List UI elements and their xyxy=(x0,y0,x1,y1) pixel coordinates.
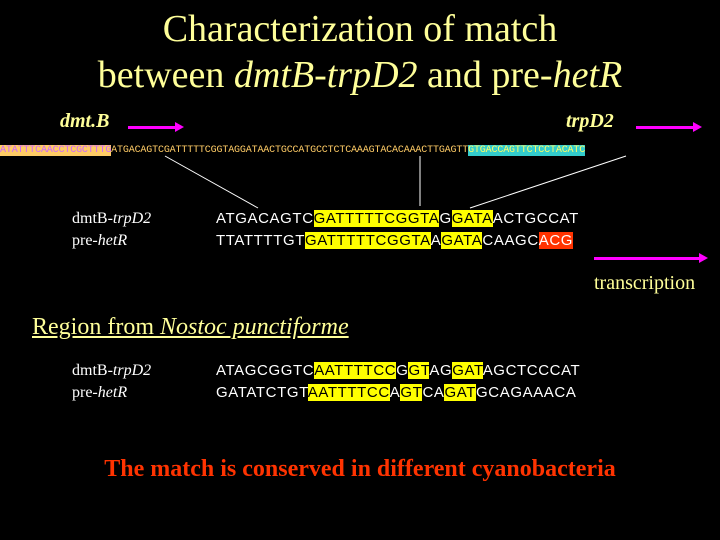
title-line-2: between dmtB-trpD2 and pre-hetR xyxy=(0,52,720,98)
slide-title: Characterization of match between dmtB-t… xyxy=(0,6,720,98)
title-gene-1: dmtB-trpD2 xyxy=(233,54,418,96)
gene-label-trpd2: trpD2 xyxy=(566,110,614,132)
trpd2-arrow xyxy=(636,122,702,132)
seg-match: GAT xyxy=(452,362,483,379)
full-sequence: ATATTTCAACCTCGCTTTGATGACAGTCGATTTTTCGGTA… xyxy=(0,144,720,158)
seg: AGCTCCCAT xyxy=(482,362,581,379)
seg: TTATTTTGT xyxy=(216,232,305,249)
alignment-1-row-2-seq: TTATTTTGTGATTTTTCGGTAAGATACAAGCACG xyxy=(216,230,574,252)
seg-match: GATTTTTCGGTA xyxy=(313,210,440,227)
alignment-2-row-1-seq: ATAGCGGTCAATTTTCCGGTAGGATAGCTCCCAT xyxy=(216,360,580,382)
name-gene: hetR xyxy=(97,232,128,249)
name-prefix: dmtB- xyxy=(72,210,113,227)
transcription-label: transcription xyxy=(594,272,696,294)
region-heading: Region from Nostoc punctiforme xyxy=(32,314,349,341)
name-gene: trpD2 xyxy=(112,210,152,227)
alignment-1-row-1-seq: ATGACAGTCGATTTTTCGGTAGGATAACTGCCAT xyxy=(216,208,579,230)
alignment-2-row-1-name: dmtB-trpD2 xyxy=(72,360,151,382)
seg: A xyxy=(389,384,401,401)
sequence-part-middle: ATGACAGTCGATTTTTCGGTAGGATAACTGCCATGCCTCT… xyxy=(111,145,469,156)
seg: ATAGCGGTC xyxy=(216,362,315,379)
seg-match: GT xyxy=(400,384,423,401)
sequence-part-upstream: ATATTTCAACCTCGCTTTG xyxy=(0,145,112,156)
seg-match: GATTTTTCGGTA xyxy=(304,232,431,249)
seg: ACTGCCAT xyxy=(492,210,579,227)
alignment-1-row-2-name: pre-hetR xyxy=(72,230,127,252)
seg-match: AATTTTCC xyxy=(307,384,390,401)
seg-match: GAT xyxy=(444,384,477,401)
zoom-line-right xyxy=(469,155,627,209)
sequence-part-trpd2: GTGACCAGTTCTCCTACATC xyxy=(468,145,586,156)
name-prefix: dmtB- xyxy=(72,362,113,379)
seg: GCAGAAACA xyxy=(476,384,577,401)
alignment-1: dmtB-trpD2 ATGACAGTCGATTTTTCGGTAGGATAACT… xyxy=(0,208,720,258)
seg: G xyxy=(439,210,452,227)
zoom-line-left xyxy=(164,155,259,209)
alignment-2-row-2-seq: GATATCTGTAATTTTCCAGTCAGATGCAGAAACA xyxy=(216,382,576,404)
alignment-2-row-2-name: pre-hetR xyxy=(72,382,127,404)
title-mid: and pre- xyxy=(417,54,553,96)
gene-label-dmtb: dmt.B xyxy=(60,110,110,132)
dmtb-arrow xyxy=(128,122,184,132)
title-line-1: Characterization of match xyxy=(162,8,558,50)
seg: ATGACAGTC xyxy=(216,210,314,227)
seg: AG xyxy=(429,362,453,379)
conclusion-text: The match is conserved in different cyan… xyxy=(104,456,616,482)
alignment-2: dmtB-trpD2 ATAGCGGTCAATTTTCCGGTAGGATAGCT… xyxy=(0,360,720,410)
seg-match: GATA xyxy=(451,210,493,227)
name-prefix: pre- xyxy=(72,232,98,249)
seg: GATATCTGT xyxy=(216,384,308,401)
seg: G xyxy=(396,362,409,379)
seg-match: GATA xyxy=(441,232,483,249)
region-organism: Nostoc punctiforme xyxy=(159,314,349,340)
title-gene-2: hetR xyxy=(552,54,623,96)
name-gene: trpD2 xyxy=(112,362,152,379)
seg-red: ACG xyxy=(538,232,574,249)
alignment-1-row-1-name: dmtB-trpD2 xyxy=(72,208,151,230)
seg-match: AATTTTCC xyxy=(314,362,397,379)
transcription-arrow xyxy=(594,253,708,263)
region-prefix: Region from xyxy=(32,314,160,340)
name-gene: hetR xyxy=(97,384,128,401)
seg: CA xyxy=(422,384,445,401)
seg: A xyxy=(430,232,442,249)
title-prefix: between xyxy=(97,54,234,96)
seg-match: GT xyxy=(408,362,430,379)
seg: CAAGC xyxy=(482,232,539,249)
name-prefix: pre- xyxy=(72,384,98,401)
